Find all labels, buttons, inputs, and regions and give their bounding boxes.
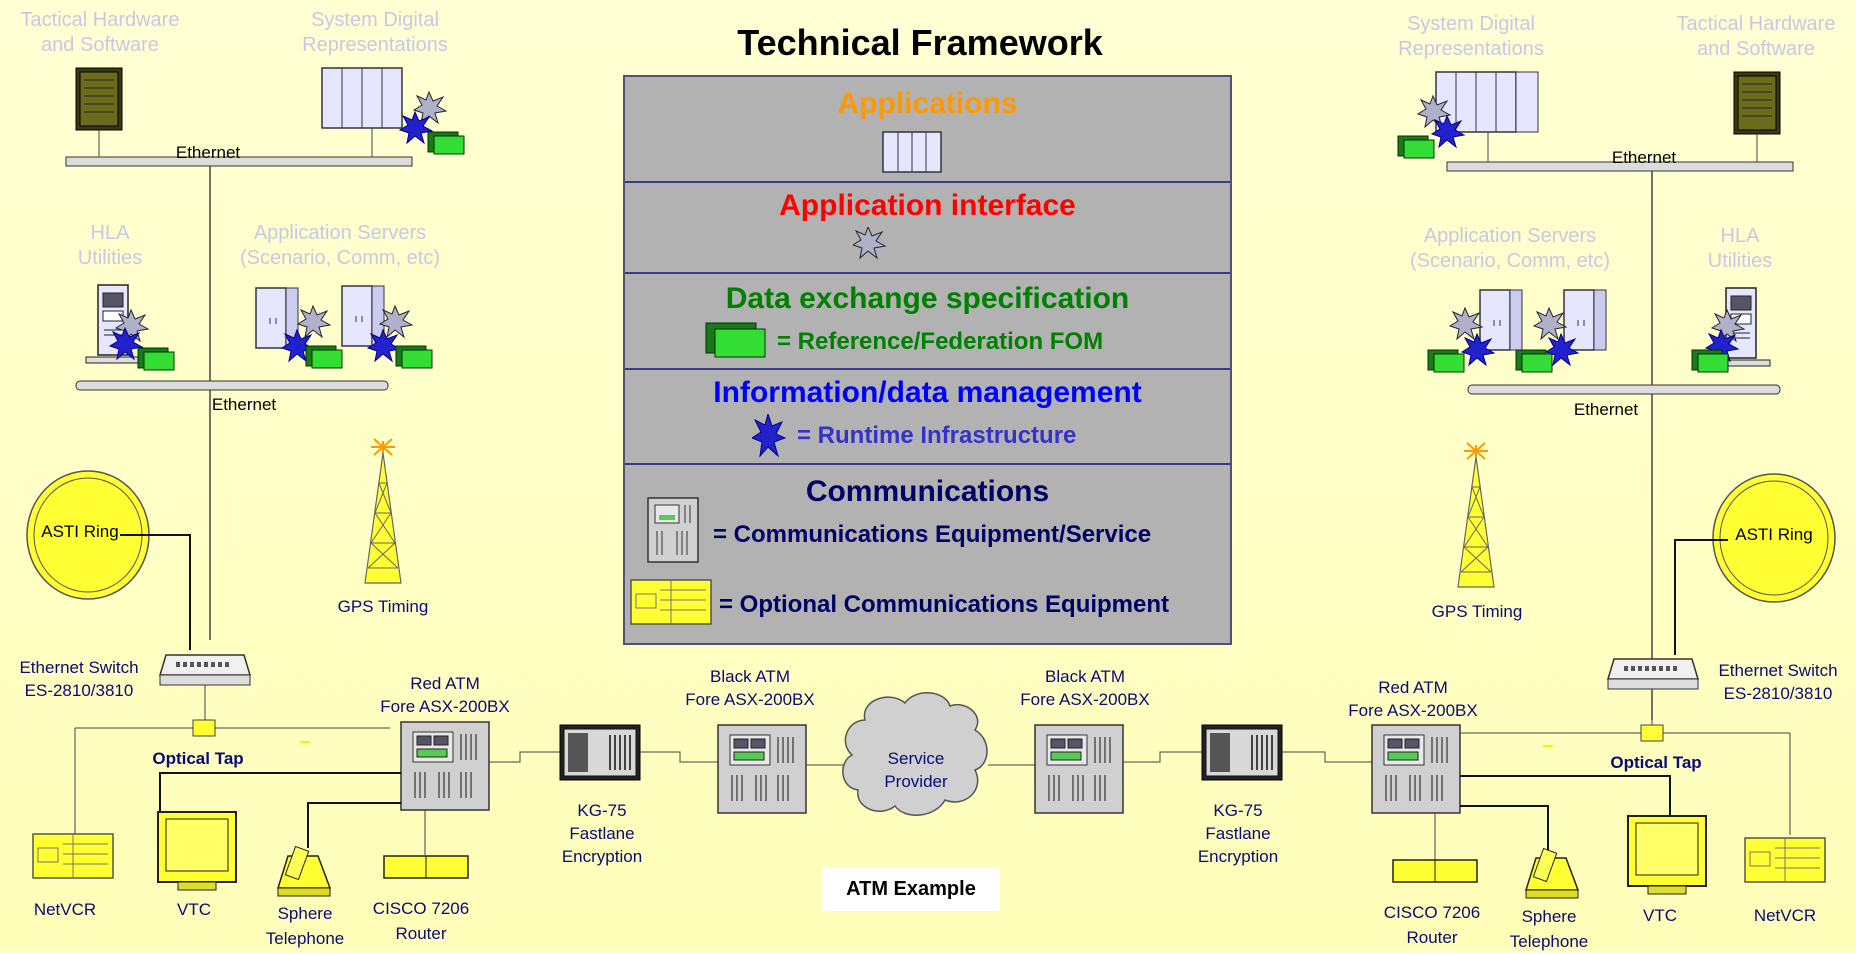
left-asti-ring-label: ASTI Ring [41,522,119,541]
right-ethernet-mid-label: Ethernet [1573,400,1639,419]
left-kg75-icon [559,724,641,781]
right-netvcr-icon [1744,837,1826,883]
right-hla-utilities-icon [1691,287,1771,373]
left-optical-tap-label: Optical Tap [152,749,244,768]
application-interface-heading: Application interface [779,189,1076,222]
application-interface-starburst-icon [853,227,887,260]
left-netvcr-label: NetVCR [33,900,97,919]
left-sphere-phone-icon [277,845,331,897]
left-ethernet-bus-top [65,156,413,167]
right-system-digital-icon [1397,71,1539,162]
data-exchange-legend: = Reference/Federation FOM [777,328,1104,355]
left-hla-utilities-icon [85,284,175,371]
left-vtc-icon [157,811,237,891]
data-exchange-heading: Data exchange specification [725,282,1130,315]
right-vtc-icon [1627,815,1707,895]
right-ethernet-switch-icon [1607,658,1699,690]
left-ethernet-switch-icon [159,654,251,686]
right-ethernet-top-label: Ethernet [1611,148,1677,167]
comm-equipment-icon [647,497,699,563]
left-ethernet-top-label: Ethernet [175,143,241,162]
right-netvcr-label: NetVCR [1753,906,1817,925]
right-kg75-icon [1201,724,1283,781]
right-ethernet-bus-mid [1467,384,1781,395]
right-app-servers-icon [1427,289,1607,373]
info-mgmt-heading: Information/data management [713,376,1142,409]
optional-comm-equipment-icon [630,579,712,625]
left-ethernet-mid-label: Ethernet [211,395,277,414]
right-optical-tap-label: Optical Tap [1610,753,1702,772]
right-ethernet-bus-top [1446,161,1794,172]
applications-server-icon [882,131,942,173]
left-tactical-hardware-icon [75,67,123,157]
fom-icon [705,322,766,358]
right-optical-tap-icon [1640,724,1664,742]
left-system-digital-icon [321,67,465,157]
right-tactical-hardware-icon [1733,71,1781,162]
left-app-servers-icon [255,285,433,369]
black-atm-left-icon [717,724,807,814]
right-site-graphics [1123,71,1836,899]
left-netvcr-icon [32,833,114,879]
center-graphics [717,692,1124,816]
left-site-graphics [26,67,718,897]
atm-example-caption: ATM Example [822,867,1000,911]
right-vtc-label: VTC [1643,906,1677,925]
service-provider-cloud-icon [842,692,988,816]
layer-info-mgmt: Information/data management = Runtime In… [625,370,1230,465]
black-atm-right-icon [1034,724,1124,814]
rti-starburst-icon [752,414,786,458]
layer-data-exchange: Data exchange specification = Reference/… [625,274,1230,370]
left-ethernet-bus-mid [75,380,389,391]
right-asti-ring-icon [1712,473,1836,603]
left-optical-tap-icon [192,719,216,737]
comm-equipment-legend: = Communications Equipment/Service [713,521,1152,548]
left-red-atm-switch-icon [400,721,490,811]
right-gps-label: GPS Timing [1431,602,1523,621]
left-app-servers-label: Application Servers(Scenario, Comm, etc) [239,222,441,269]
framework-panel: Applications Application interface Data … [623,75,1232,645]
right-cisco-router-icon [1392,859,1478,883]
left-gps-label: GPS Timing [337,597,429,616]
optional-comm-legend: = Optional Communications Equipment [719,591,1170,618]
layer-application-interface: Application interface [625,183,1230,274]
right-sphere-phone-icon [1525,847,1579,899]
right-app-servers-label: Application Servers(Scenario, Comm, etc) [1409,225,1611,272]
right-gps-tower-icon [1457,442,1495,588]
info-mgmt-legend: = Runtime Infrastructure [797,422,1077,449]
right-red-atm-switch-icon [1371,724,1461,814]
left-vtc-label: VTC [177,900,211,919]
applications-heading: Applications [837,87,1018,120]
right-asti-ring-label: ASTI Ring [1735,525,1813,544]
layer-communications: Communications = Communications Equipmen… [625,465,1230,643]
left-gps-tower-icon [364,438,402,584]
layer-applications: Applications [625,77,1230,183]
left-cisco-router-icon [383,855,469,879]
communications-heading: Communications [805,475,1050,508]
page-title: Technical Framework [737,22,1103,63]
